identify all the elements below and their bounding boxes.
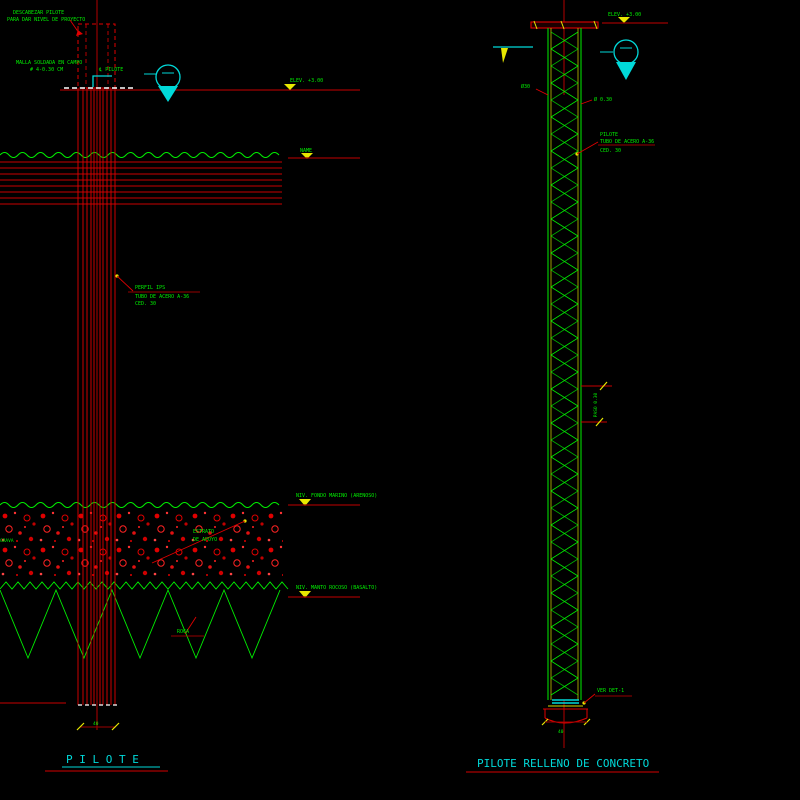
manto-rocoso-marker: NIV. MANTO ROCOSO (BASALTO)	[288, 585, 377, 598]
perfil-note: PERFIL IPS TUBO DE ACERO A-36 CED. 30	[115, 274, 200, 307]
grava-label: GRAVA	[0, 538, 14, 544]
centerline-label: ℄ PILOTE	[98, 67, 123, 73]
seafloor-wave-line	[0, 502, 280, 508]
perfil-text-2: TUBO DE ACERO A-36	[135, 294, 189, 300]
seabed-wave-line	[0, 152, 280, 158]
tube-shaft	[547, 28, 582, 700]
dia-right-label: Ø 0.30	[594, 96, 612, 103]
pile-head-dashed-box	[77, 23, 116, 89]
pilote-leader	[576, 141, 599, 155]
descabezar-note: DESCABEZAR PILOTE PARA DAR NIVEL DE PROY…	[7, 10, 85, 36]
water-level-symbol-right	[600, 39, 639, 80]
water-triangle-icon	[616, 62, 636, 80]
level-bubble-icon	[613, 39, 639, 65]
pile-shoe: 40	[541, 699, 591, 735]
fondo-marino-label: NIV. FONDO MARINO (ARENOSO)	[296, 493, 377, 499]
manto-rocoso-label: NIV. MANTO ROCOSO (BASALTO)	[296, 585, 377, 591]
perfil-text-1: PERFIL IPS	[135, 285, 165, 291]
pilote-text-1: PILOTE	[600, 132, 618, 138]
yellow-wedge-icon	[501, 48, 508, 63]
level-bubble-icon	[155, 64, 181, 90]
dim-tick-icon	[595, 417, 604, 427]
plate-ticks	[533, 20, 598, 30]
ver-det-leader	[583, 693, 596, 704]
pilote-text-3: CED. 30	[600, 148, 621, 154]
dim-tick-icon	[76, 722, 85, 731]
pile-shaft-lines	[77, 88, 116, 705]
dim-value: 40	[558, 729, 564, 735]
water-triangle-icon	[158, 86, 178, 102]
right-title: PILOTE RELLENO DE CONCRETO	[477, 757, 649, 770]
descabezar-text-2: PARA DAR NIVEL DE PROYECTO	[7, 17, 85, 23]
level-triangle-icon	[618, 17, 630, 23]
descabezar-arrowhead-icon	[76, 30, 83, 36]
level-triangle-icon	[299, 591, 311, 598]
level-triangle-icon	[301, 153, 313, 159]
soil-hatch-lines	[0, 161, 282, 205]
right-title-block: PILOTE RELLENO DE CONCRETO	[466, 757, 659, 773]
dim-tick-icon	[111, 722, 120, 731]
roca-leader	[184, 616, 197, 635]
roca-note: ROCA	[171, 616, 204, 637]
descabezar-leader	[69, 19, 80, 34]
name-level-marker: NAME	[288, 148, 360, 159]
level-triangle-icon	[299, 499, 311, 506]
left-pile-detail: DESCABEZAR PILOTE PARA DAR NIVEL DE PROY…	[0, 0, 377, 772]
upper-stratum-hatch	[0, 152, 282, 205]
helix-reinforcement-back	[550, 31, 579, 696]
perfil-text-3: CED. 30	[135, 301, 156, 307]
dia-leader	[580, 99, 593, 105]
diameter-note-right: Ø 0.30	[580, 96, 612, 105]
left-title-block: P I L O T E	[45, 753, 168, 772]
malla-text-2: # 4-0.30 CM	[30, 67, 63, 73]
pilote-text-2: TUBO DE ACERO A-36	[600, 139, 654, 145]
malla-text-1: MALLA SOLDADA EN CAMPO	[16, 60, 82, 66]
descabezar-text-1: DESCABEZAR PILOTE	[13, 10, 64, 16]
malla-bracket	[92, 75, 112, 87]
elev-label: ELEV. +3.00	[290, 78, 323, 84]
dim-value: 40	[93, 721, 99, 727]
elev-label: ELEV. +3.00	[608, 12, 641, 18]
pitch-value: PASO 0.30	[593, 393, 599, 418]
left-bracket-marker	[493, 46, 533, 63]
fondo-marino-marker: NIV. FONDO MARINO (ARENOSO)	[288, 493, 377, 506]
bearing-stratum	[0, 502, 283, 576]
estrato-leader	[151, 520, 246, 564]
elev-marker-left: ELEV. +3.00	[284, 78, 323, 90]
rock-surface-line	[0, 581, 289, 590]
rock-stratum	[0, 581, 289, 660]
left-title: P I L O T E	[66, 753, 139, 766]
estrato-text-2: DE APOYO	[193, 537, 217, 543]
name-label: NAME	[300, 148, 312, 154]
gravel-speckle-band	[0, 508, 283, 576]
ver-det-label: VER DET-1	[597, 688, 624, 694]
estrato-note: ESTRATO DE APOYO	[151, 519, 247, 564]
estrato-text-1: ESTRATO	[193, 529, 214, 535]
perfil-leader	[116, 275, 134, 292]
pitch-dimension: PASO 0.30	[581, 381, 612, 427]
top-plate	[530, 20, 599, 30]
steel-pile	[0, 0, 360, 730]
dia-left-label: Ø30	[521, 83, 530, 90]
rock-v-hatch	[0, 588, 281, 660]
level-triangle-icon	[284, 84, 296, 90]
diameter-note-left: Ø30	[521, 83, 549, 96]
dim-tick-icon	[599, 381, 608, 391]
water-level-symbol-left	[144, 64, 181, 102]
pile-head-dashed-walls	[85, 24, 109, 88]
roca-label: ROCA	[177, 629, 189, 635]
elev-marker-right: ELEV. +3.00	[602, 12, 668, 24]
right-pile-detail: ELEV. +3.00 Ø30 Ø 0.30 PILOTE TUBO DE	[466, 0, 668, 773]
dia-leader	[535, 88, 549, 96]
bottom-dimension-left: 40	[76, 721, 120, 731]
pilote-note: PILOTE TUBO DE ACERO A-36 CED. 30	[575, 132, 655, 156]
plate-rect	[530, 21, 599, 29]
malla-note: MALLA SOLDADA EN CAMPO # 4-0.30 CM	[16, 60, 112, 87]
ver-det-note: VER DET-1	[582, 688, 632, 705]
